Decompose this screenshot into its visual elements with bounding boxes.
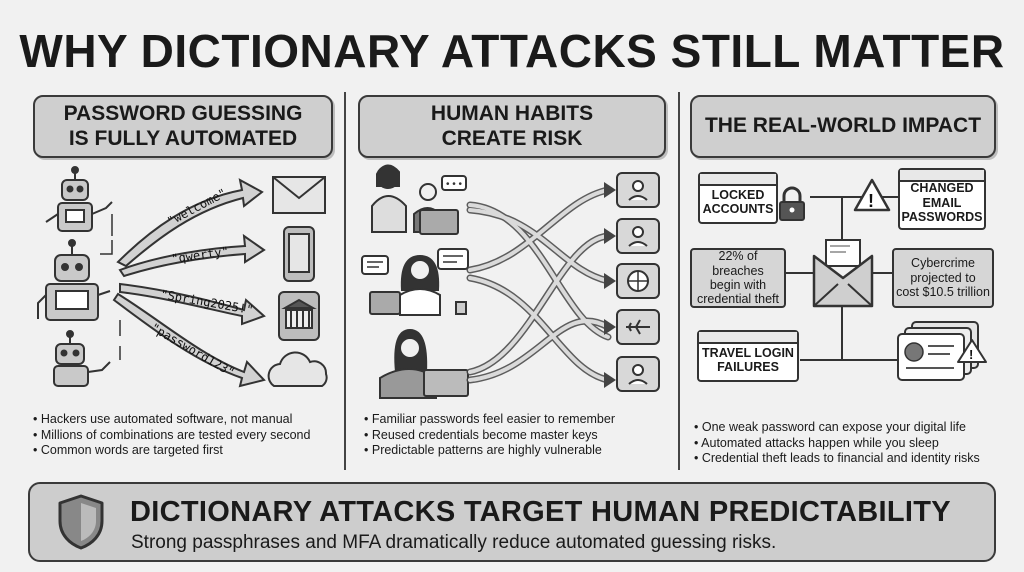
robot-icon — [53, 330, 111, 387]
box-line: 22% of breaches — [712, 249, 764, 278]
bullet-list-habits: Familiar passwords feel easier to rememb… — [364, 412, 615, 459]
box-line: EMAIL — [922, 195, 962, 210]
warning-icon — [957, 339, 987, 363]
globe-icon — [616, 263, 660, 299]
box-line: FAILURES — [717, 360, 779, 374]
user-card-icon — [616, 218, 660, 254]
box-line: LOCKED — [711, 187, 765, 202]
heading-line: HUMAN HABITS — [430, 102, 594, 126]
heading-line: IS FULLY AUTOMATED — [68, 126, 298, 150]
bullet-item: One weak password can expose your digita… — [694, 420, 980, 436]
bank-icon — [278, 291, 320, 341]
panel-heading-automation: PASSWORD GUESSING IS FULLY AUTOMATED — [33, 95, 333, 158]
box-line: PASSWORDS — [901, 210, 983, 225]
panel-divider — [678, 92, 680, 470]
bullet-item: Familiar passwords feel easier to rememb… — [364, 412, 615, 428]
bullet-list-automation: Hackers use automated software, not manu… — [33, 412, 311, 459]
bullet-item: Automated attacks happen while you sleep — [694, 436, 980, 452]
bullet-list-impact: One weak password can expose your digita… — [694, 420, 980, 467]
user-card-icon — [616, 172, 660, 208]
box-line: cost $10.5 trillion — [896, 285, 990, 300]
envelope-icon — [272, 176, 326, 214]
panel-heading-habits: HUMAN HABITS CREATE RISK — [358, 95, 666, 158]
box-line: begin with — [709, 278, 767, 292]
bottom-banner: DICTIONARY ATTACKS TARGET HUMAN PREDICTA… — [28, 482, 996, 562]
cloud-icon — [267, 351, 328, 387]
bullet-item: Predictable patterns are highly vulnerab… — [364, 443, 615, 459]
bullet-item: Millions of combinations are tested ever… — [33, 428, 311, 444]
banner-subtitle: Strong passphrases and MFA dramatically … — [131, 532, 777, 553]
user-card-icon — [616, 356, 660, 392]
box-line: Cybercrime — [911, 256, 975, 271]
person-icon: • • • — [371, 164, 467, 235]
impact-box-cybercrime-cost: Cybercrime projected to cost $10.5 trill… — [892, 248, 994, 308]
svg-text:!: ! — [969, 347, 973, 362]
page-title: WHY DICTIONARY ATTACKS STILL MATTER — [19, 25, 1005, 77]
heading-line: THE REAL-WORLD IMPACT — [704, 114, 982, 138]
impact-box-changed-passwords: CHANGED EMAIL PASSWORDS — [898, 168, 986, 230]
shield-icon — [58, 494, 104, 550]
robot-icon — [37, 239, 111, 321]
box-line: projected to — [910, 270, 976, 285]
panel-divider — [344, 92, 346, 470]
impact-box-locked-accounts: LOCKED ACCOUNTS — [698, 172, 778, 224]
airplane-icon — [616, 309, 660, 345]
box-line: credential theft — [697, 292, 779, 307]
heading-line: CREATE RISK — [441, 126, 583, 150]
ellipsis-icon: • • • — [446, 179, 463, 190]
person-icon — [361, 248, 469, 316]
box-line: ACCOUNTS — [702, 202, 774, 216]
banner-title: DICTIONARY ATTACKS TARGET HUMAN PREDICTA… — [130, 496, 951, 528]
smartphone-icon — [283, 226, 315, 282]
heading-line: PASSWORD GUESSING — [63, 102, 303, 126]
bullet-item: Reused credentials become master keys — [364, 428, 615, 444]
person-icon — [379, 328, 469, 399]
robot-icon — [45, 166, 113, 232]
impact-box-breach-stat: 22% of breaches begin with credential th… — [690, 248, 786, 308]
box-line: TRAVEL LOGIN — [702, 345, 794, 360]
impact-box-travel-login: TRAVEL LOGIN FAILURES — [697, 330, 799, 382]
bullet-item: Credential theft leads to financial and … — [694, 451, 980, 467]
guess-arrows — [112, 178, 266, 388]
bullet-item: Common words are targeted first — [33, 443, 310, 459]
box-line: CHANGED — [910, 181, 974, 196]
svg-text:!: ! — [868, 191, 874, 211]
panel-heading-impact: THE REAL-WORLD IMPACT — [690, 95, 996, 158]
bullet-item: Hackers use automated software, not manu… — [33, 412, 310, 428]
